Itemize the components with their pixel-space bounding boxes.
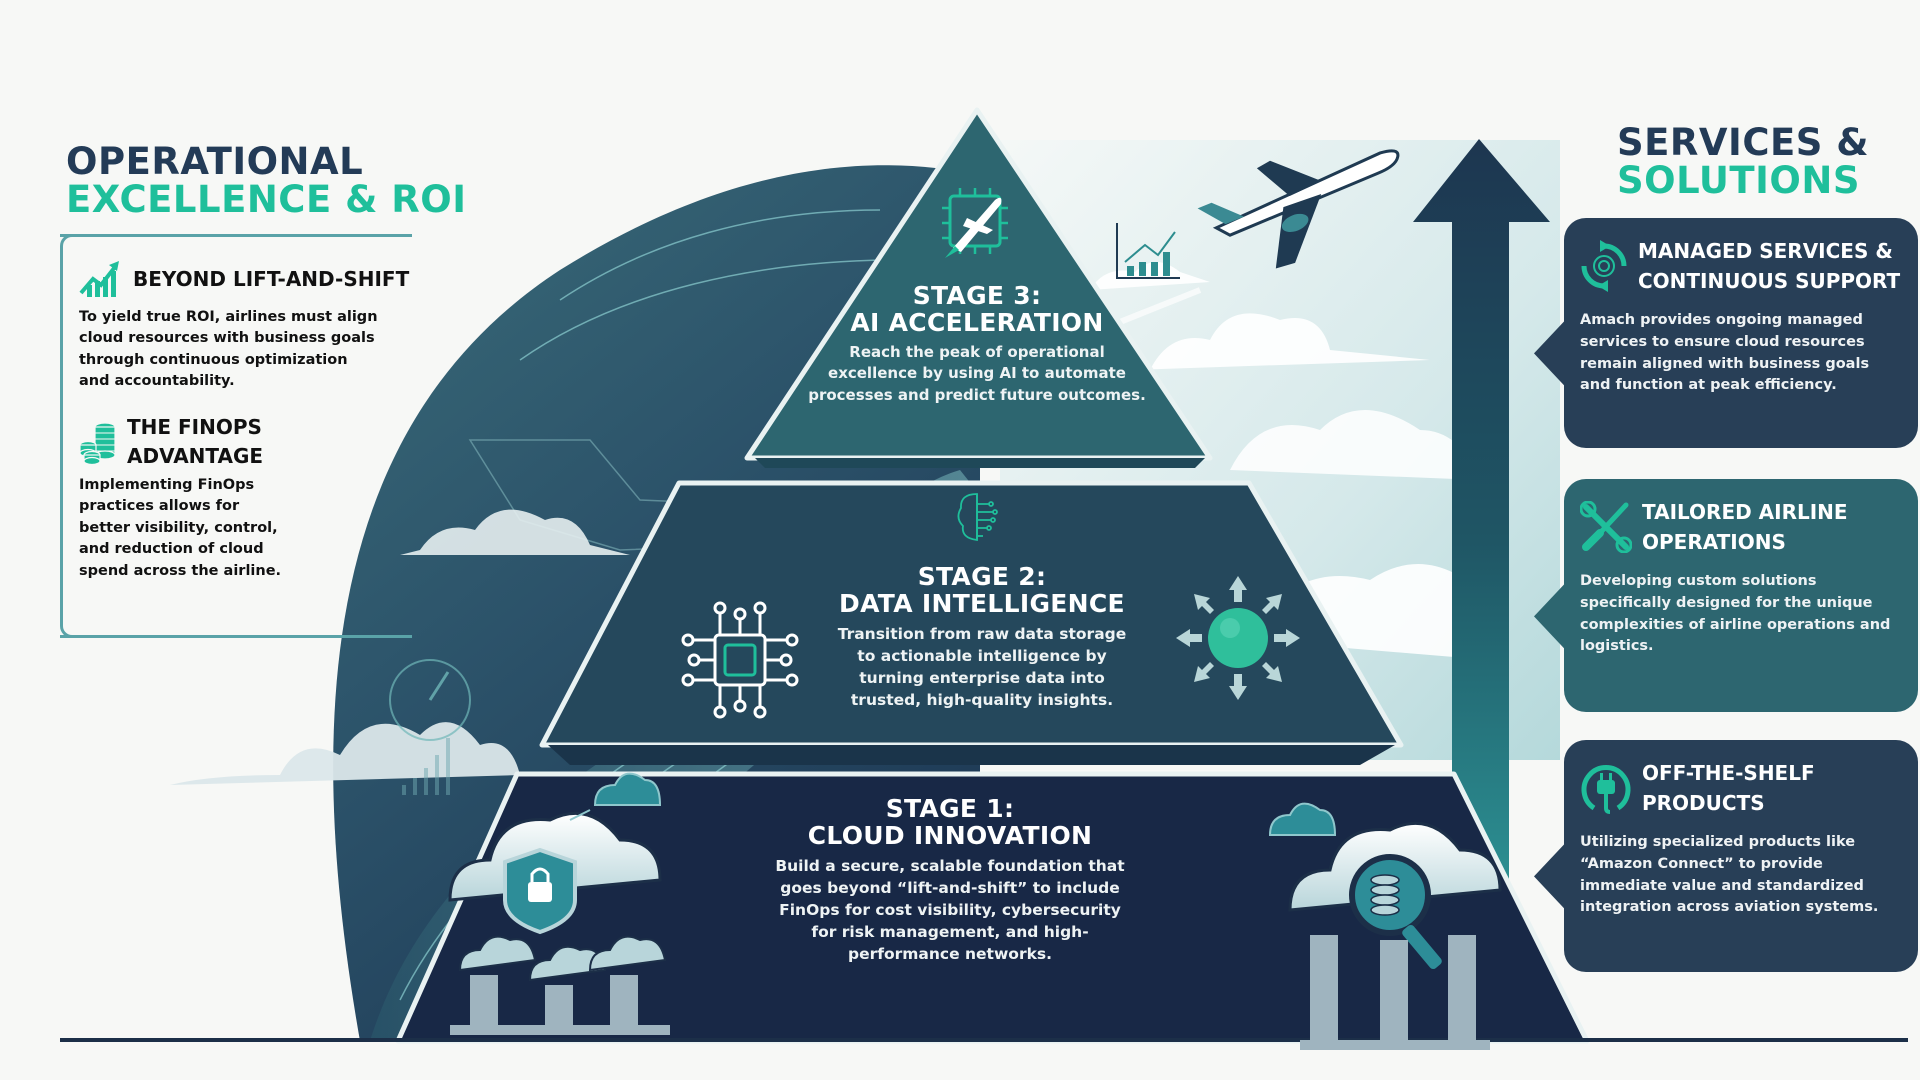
off-the-shelf-body: Utilizing specialized products like “Ama…	[1580, 834, 1879, 916]
stage-2: STAGE 2: DATA INTELLIGENCE Transition fr…	[832, 563, 1132, 711]
stage1-label: STAGE 1:	[885, 794, 1015, 823]
stage3-body: Reach the peak of operational excellence…	[808, 343, 1146, 404]
gear-cycle-icon	[1581, 240, 1627, 292]
finops-advantage-body: Implementing FinOps practices allows for…	[79, 477, 282, 579]
finops-heading-line1: THE FINOPS	[127, 415, 262, 439]
stage-1: STAGE 1: CLOUD INNOVATION Build a secure…	[765, 795, 1135, 965]
beyond-lift-and-shift-heading: BEYOND LIFT-AND-SHIFT	[133, 267, 410, 291]
right-title-line2: SOLUTIONS	[1617, 158, 1860, 202]
airplane-illustration	[1197, 149, 1400, 269]
left-info-box: BEYOND LIFT-AND-SHIFT To yield true ROI,…	[60, 234, 412, 638]
growth-chart-icon	[79, 261, 119, 297]
finops-advantage-section: THE FINOPS ADVANTAGE Implementing FinOps…	[79, 413, 379, 582]
stage3-label: STAGE 3:	[912, 281, 1042, 310]
card-managed-services: MANAGED SERVICES & CONTINUOUS SUPPORT Am…	[1564, 218, 1918, 448]
beyond-lift-and-shift-section: BEYOND LIFT-AND-SHIFT To yield true ROI,…	[79, 259, 419, 393]
ai-chip-airplane-icon	[942, 188, 1008, 258]
tailored-body: Developing custom solutions specifically…	[1580, 573, 1891, 655]
stage3-title: AI ACCELERATION	[850, 308, 1104, 337]
cloud-cost-search-icon	[1268, 802, 1502, 1050]
right-title-line1: SERVICES &	[1617, 121, 1870, 164]
managed-services-heading-line2: CONTINUOUS SUPPORT	[1638, 269, 1901, 293]
finops-heading-line2: ADVANTAGE	[127, 444, 264, 468]
right-panel-title: SERVICES & SOLUTIONS	[1617, 124, 1869, 199]
wrench-screwdriver-icon	[1580, 501, 1632, 553]
stage1-body: Build a secure, scalable foundation that…	[775, 857, 1125, 963]
stage1-title: CLOUD INNOVATION	[807, 821, 1093, 850]
off-the-shelf-heading-line1: OFF-THE-SHELF	[1642, 761, 1815, 785]
card-off-the-shelf-products: OFF-THE-SHELF PRODUCTS Utilizing special…	[1564, 740, 1918, 972]
plug-icon	[1581, 765, 1631, 814]
beyond-lift-and-shift-body: To yield true ROI, airlines must align c…	[79, 309, 378, 390]
stage2-label: STAGE 2:	[917, 562, 1047, 591]
left-title-line1: OPERATIONAL	[66, 140, 364, 183]
card-tailored-airline-operations: TAILORED AIRLINE OPERATIONS Developing c…	[1564, 479, 1918, 712]
circuit-chip-icon	[681, 601, 799, 719]
tailored-heading-line2: OPERATIONS	[1642, 530, 1786, 554]
growth-arrow	[1413, 139, 1550, 946]
coin-stack-icon	[79, 422, 116, 465]
tailored-heading-line1: TAILORED AIRLINE	[1642, 500, 1848, 524]
off-the-shelf-heading-line2: PRODUCTS	[1642, 791, 1765, 815]
stage-3: STAGE 3: AI ACCELERATION Reach the peak …	[807, 282, 1147, 406]
left-panel-title: OPERATIONAL EXCELLENCE & ROI	[66, 143, 466, 218]
managed-services-heading-line1: MANAGED SERVICES &	[1638, 239, 1893, 263]
data-sphere-icon	[1176, 576, 1300, 700]
left-title-line2: EXCELLENCE & ROI	[66, 177, 467, 221]
stage2-title: DATA INTELLIGENCE	[839, 589, 1125, 618]
growth-chart-illustration	[1116, 223, 1180, 279]
cloud-security-icon	[448, 772, 670, 1035]
stage2-shape	[539, 480, 1404, 748]
stage2-body: Transition from raw data storage to acti…	[837, 625, 1127, 709]
managed-services-body: Amach provides ongoing managed services …	[1580, 312, 1870, 394]
brain-circuit-icon	[957, 493, 998, 542]
